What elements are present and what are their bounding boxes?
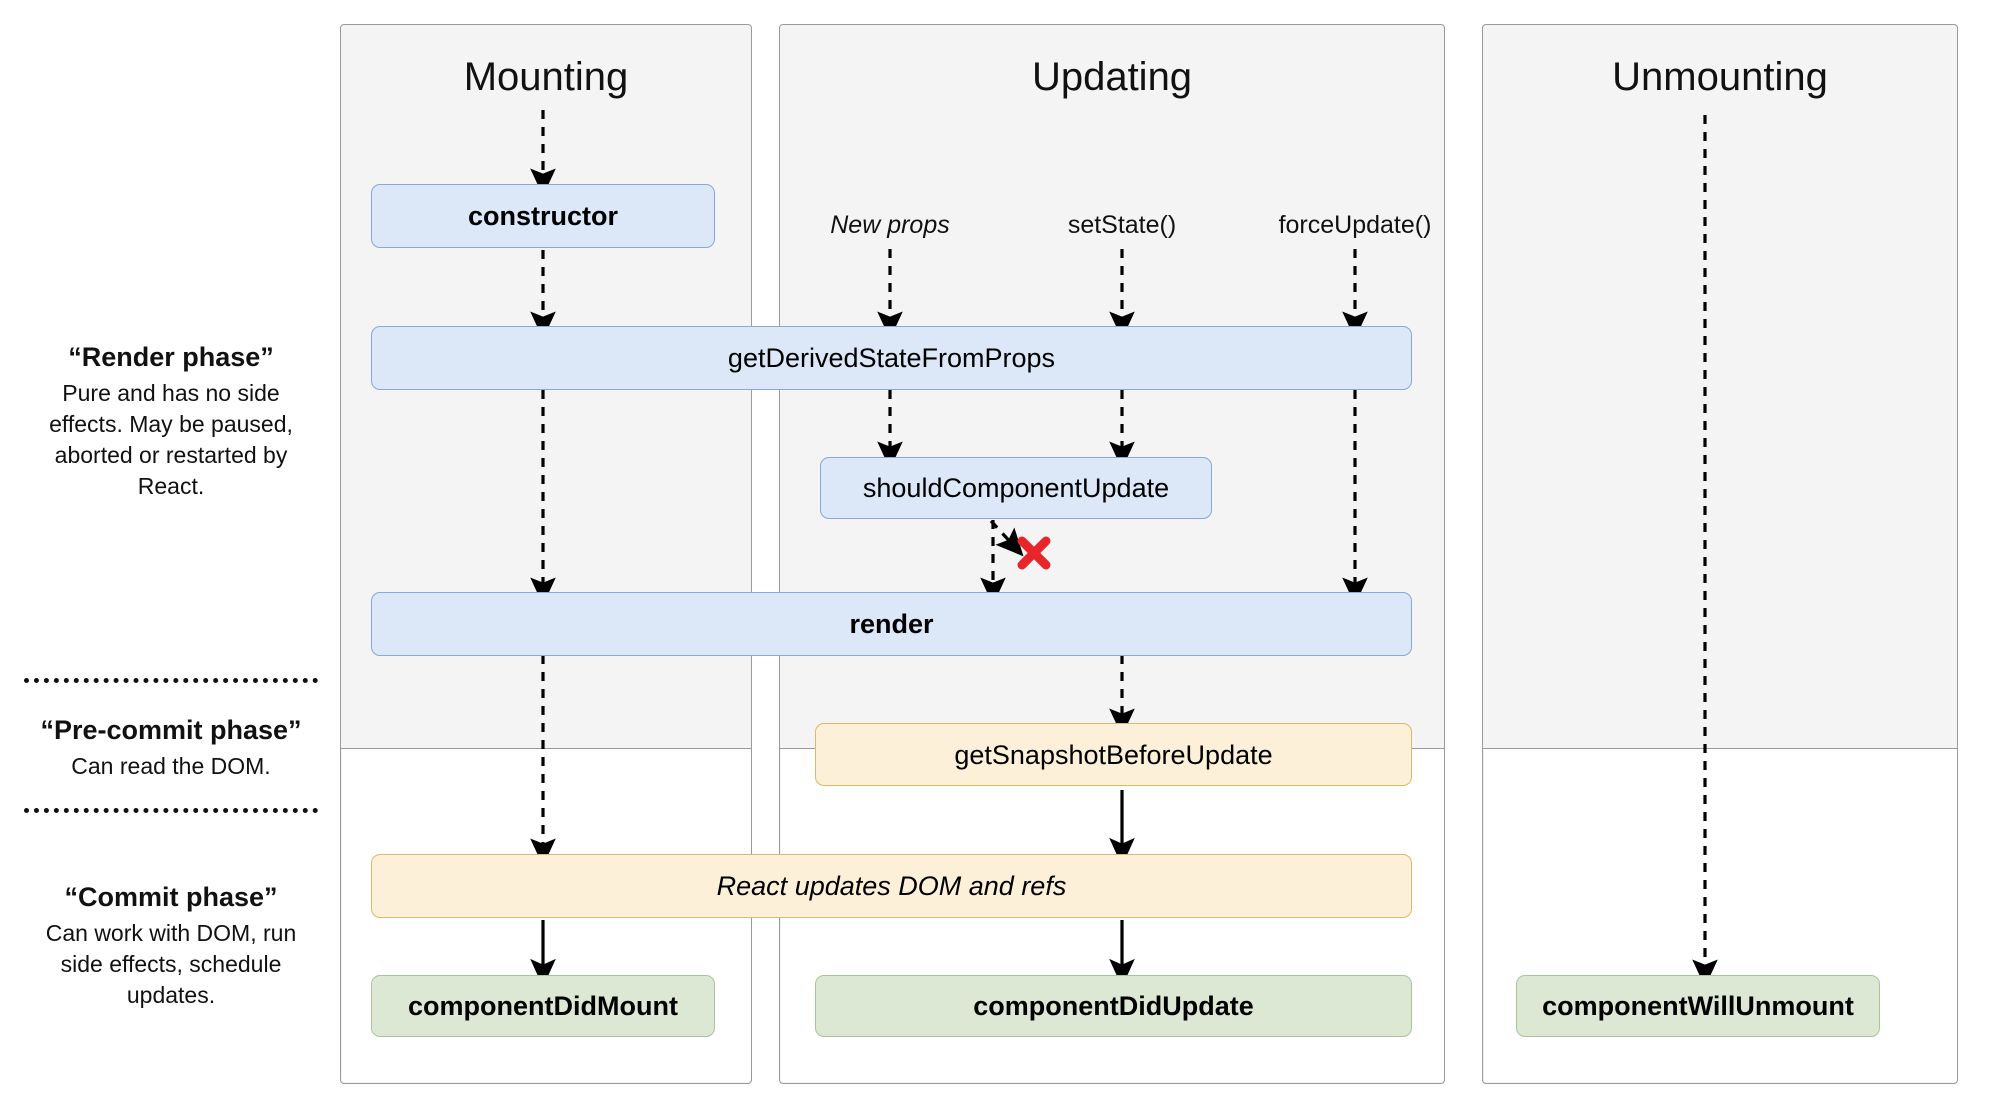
legend-pre-commit-phase-title: “Pre-commit phase” (40, 715, 302, 745)
legend-commit-phase: “Commit phase” Can work with DOM, run si… (24, 880, 318, 1011)
node-should-component-update[interactable]: shouldComponentUpdate (820, 457, 1212, 519)
trigger-new-props: New props (830, 211, 950, 239)
legend-commit-phase-title: “Commit phase” (64, 882, 278, 912)
panel-title-mounting: Mounting (463, 55, 629, 99)
node-component-will-unmount[interactable]: componentWillUnmount (1516, 975, 1880, 1037)
node-get-derived-state-from-props[interactable]: getDerivedStateFromProps (371, 326, 1412, 390)
legend-render-phase-body: Pure and has no side effects. May be pau… (49, 380, 293, 499)
phase-rule-mounting (341, 748, 751, 749)
legend-divider-top (24, 678, 318, 683)
panel-title-updating: Updating (1031, 55, 1193, 99)
trigger-force-update: forceUpdate() (1278, 211, 1432, 239)
node-constructor[interactable]: constructor (371, 184, 715, 248)
node-get-snapshot-before-update[interactable]: getSnapshotBeforeUpdate (815, 723, 1412, 786)
node-component-did-update[interactable]: componentDidUpdate (815, 975, 1412, 1037)
node-render[interactable]: render (371, 592, 1412, 656)
legend-render-phase-title: “Render phase” (68, 342, 274, 372)
legend-pre-commit-phase: “Pre-commit phase” Can read the DOM. (24, 713, 318, 782)
node-component-did-mount[interactable]: componentDidMount (371, 975, 715, 1037)
phase-rule-unmounting (1483, 748, 1957, 749)
panel-title-unmounting: Unmounting (1612, 55, 1828, 99)
legend-pre-commit-phase-body: Can read the DOM. (71, 753, 271, 779)
trigger-set-state: setState() (1067, 211, 1177, 239)
legend-commit-phase-body: Can work with DOM, run side effects, sch… (45, 920, 297, 1008)
legend-render-phase: “Render phase” Pure and has no side effe… (24, 340, 318, 502)
node-react-updates-dom-and-refs[interactable]: React updates DOM and refs (371, 854, 1412, 918)
legend-divider-bottom (24, 808, 318, 813)
